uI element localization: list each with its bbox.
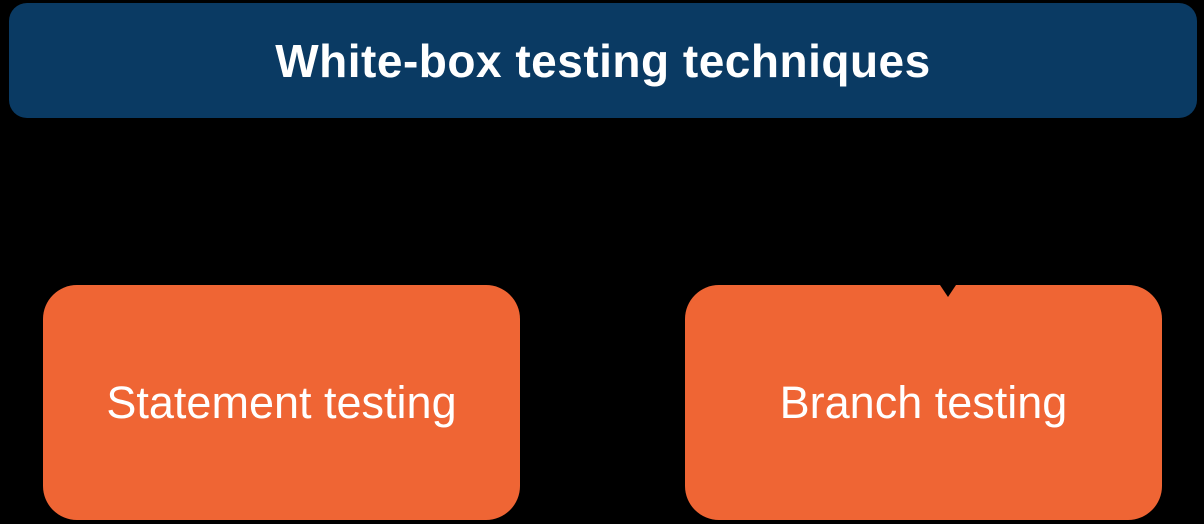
statement-testing-label: Statement testing	[106, 376, 457, 428]
down-arrowhead-icon	[940, 285, 956, 297]
branch-testing-box: Branch testing	[685, 285, 1162, 520]
branch-testing-label: Branch testing	[779, 376, 1068, 428]
header-label: White-box testing techniques	[275, 34, 931, 87]
statement-testing-box: Statement testing	[43, 285, 520, 520]
header-box: White-box testing techniques	[9, 3, 1197, 118]
